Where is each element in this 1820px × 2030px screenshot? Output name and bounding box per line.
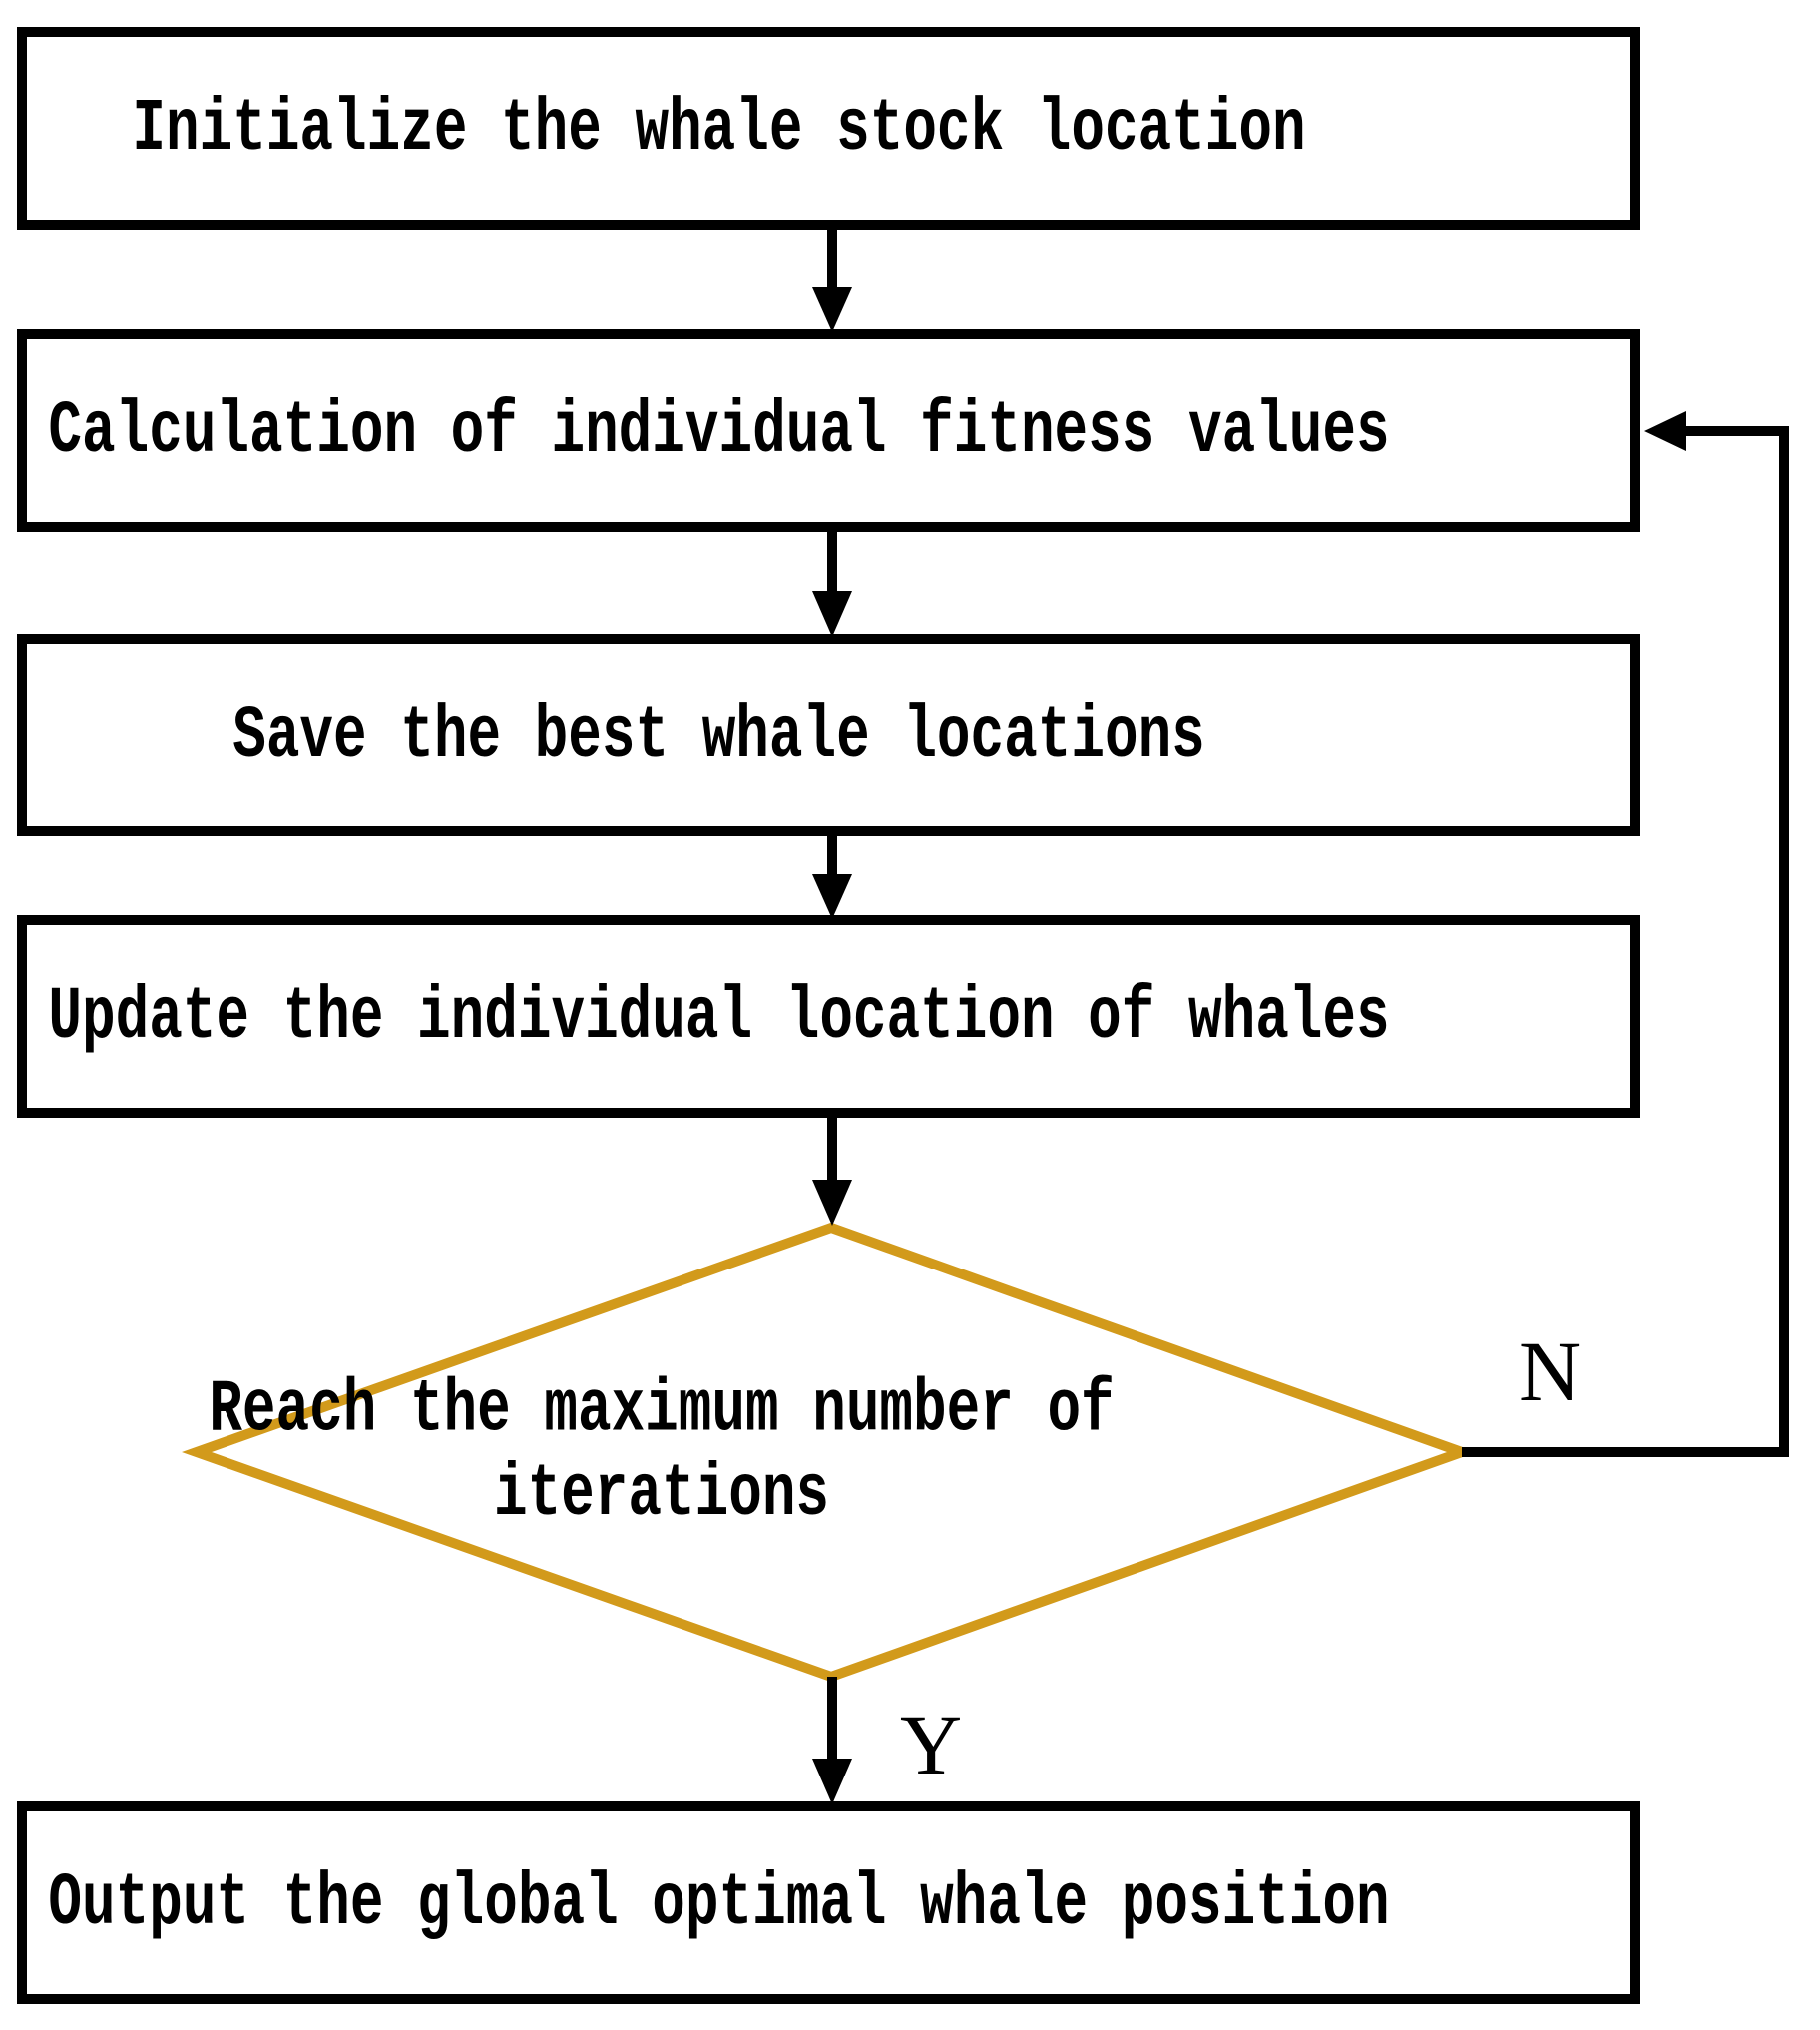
decision-label: Reach the maximum number of iterations: [209, 1367, 1115, 1537]
step-label-update-location: Update the individual location of whales: [48, 974, 1390, 1059]
step-label-initialize: Initialize the whale stock location: [132, 86, 1306, 171]
flow-arrow-3-icon: [812, 833, 852, 919]
no-branch-loop-arrowhead: [1644, 411, 1686, 451]
yes-branch-arrow-icon: [812, 1677, 852, 1804]
flow-arrow-1-icon: [812, 230, 852, 332]
no-branch-label: N: [1518, 1323, 1582, 1419]
flow-arrow-4-head: [812, 1180, 852, 1226]
flow-arrow-4-icon: [812, 1115, 852, 1226]
process-box-fitness: [17, 329, 1640, 532]
step-label-output: Output the global optimal whale position: [48, 1860, 1390, 1945]
process-box-update-location: [17, 915, 1640, 1118]
process-box-output: [17, 1801, 1640, 2004]
flow-arrow-3-head: [812, 874, 852, 919]
yes-branch-label: Y: [899, 1697, 963, 1792]
flow-arrow-2-head: [812, 591, 852, 637]
flow-arrow-1-head: [812, 287, 852, 332]
no-branch-loop-line: [1462, 426, 1789, 1457]
step-label-fitness: Calculation of individual fitness values: [48, 388, 1390, 473]
no-branch-loop-connector: [1462, 411, 1789, 1457]
yes-branch-arrow-head: [812, 1759, 852, 1804]
process-box-save-best: [17, 634, 1640, 836]
process-box-initialize: [17, 27, 1640, 230]
flow-arrow-2-icon: [812, 529, 852, 637]
step-label-save-best: Save the best whale locations: [232, 693, 1205, 777]
